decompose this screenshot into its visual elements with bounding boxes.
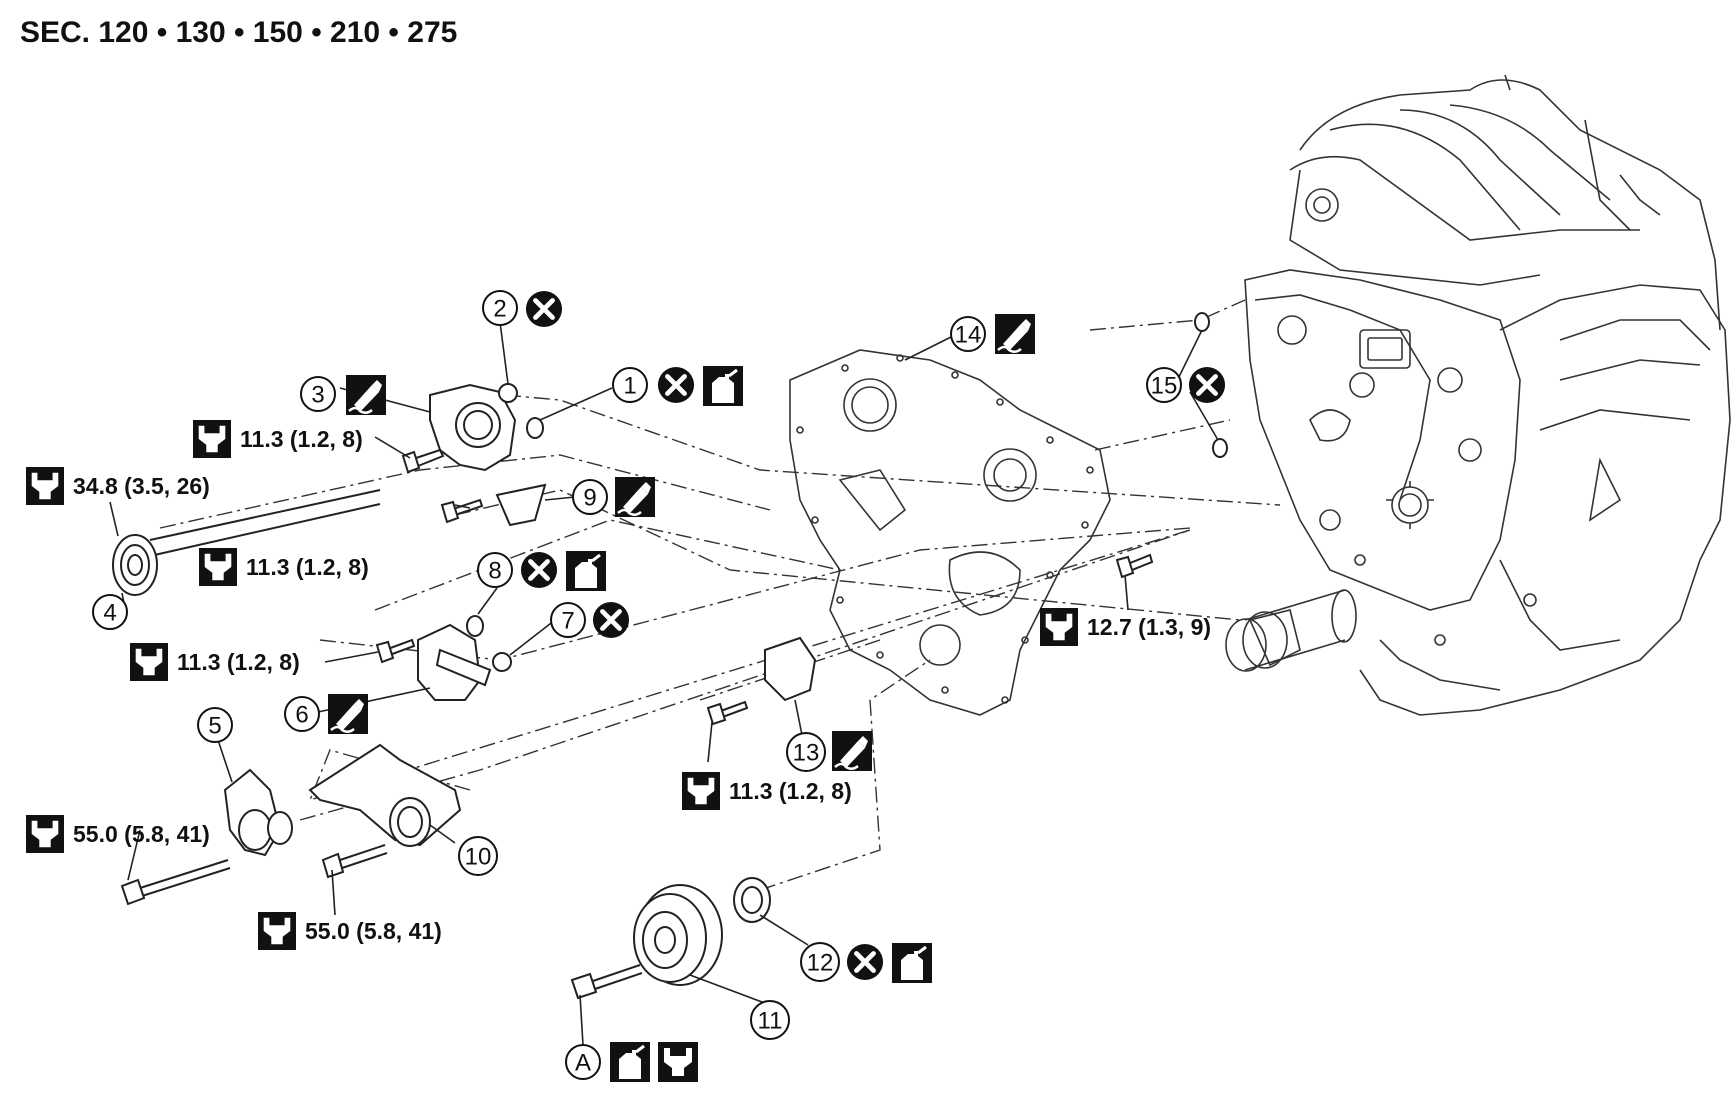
callout-12: 12 (800, 942, 932, 983)
svg-text:34.8 (3.5, 26): 34.8 (3.5, 26) (73, 473, 210, 499)
callout-13: 13 (786, 731, 872, 772)
callout-6: 6 (284, 694, 368, 734)
svg-text:8: 8 (488, 558, 501, 585)
svg-text:3: 3 (311, 382, 324, 409)
liquid-gasket-icon (346, 375, 386, 415)
tightening-torque-icon (26, 467, 64, 505)
part-8-o-ring (466, 615, 484, 637)
part-3-housing (429, 383, 517, 472)
svg-text:11.3 (1.2, 8): 11.3 (1.2, 8) (729, 778, 852, 804)
part-2-washer (498, 383, 518, 403)
callout-9: 9 (572, 477, 655, 517)
torque-label-7: 12.7 (1.3, 9) (1040, 608, 1211, 646)
part-1-o-ring (526, 417, 544, 439)
bolt-timing-cover (1115, 553, 1154, 579)
tightening-torque-icon (258, 912, 296, 950)
svg-text:9: 9 (583, 485, 596, 512)
tightening-torque-icon (682, 772, 720, 810)
bolt-outlet (375, 638, 416, 664)
do-not-reuse-icon (658, 367, 694, 403)
svg-text:12: 12 (807, 950, 834, 977)
torque-label-8: 11.3 (1.2, 8) (682, 772, 852, 810)
part-7-washer (492, 652, 512, 672)
svg-text:2: 2 (493, 296, 506, 323)
svg-text:55.0 (5.8, 41): 55.0 (5.8, 41) (305, 918, 442, 944)
apply-engine-oil-icon (610, 1042, 650, 1082)
tightening-torque-icon (1040, 608, 1078, 646)
engine-assembly (1225, 74, 1731, 716)
tightening-torque-icon (130, 643, 168, 681)
svg-text:13: 13 (793, 740, 820, 767)
svg-text:A: A (575, 1050, 591, 1077)
svg-text:6: 6 (295, 702, 308, 729)
do-not-reuse-icon (521, 552, 557, 588)
torque-label-3: 11.3 (1.2, 8) (199, 548, 369, 586)
do-not-reuse-icon (593, 602, 629, 638)
do-not-reuse-icon (526, 291, 562, 327)
svg-text:11.3 (1.2, 8): 11.3 (1.2, 8) (177, 649, 300, 675)
do-not-reuse-icon (1189, 367, 1225, 403)
callout-8: 8 (477, 551, 606, 591)
svg-text:14: 14 (955, 322, 982, 349)
apply-engine-oil-icon (703, 366, 743, 406)
tightening-torque-icon (199, 548, 237, 586)
front-timing-cover (789, 349, 1111, 716)
callout-10: 10 (458, 836, 498, 876)
callout-11: 11 (750, 1000, 790, 1040)
part-6-outlet (417, 623, 492, 701)
bolt-tensioner (120, 859, 231, 906)
svg-text:55.0 (5.8, 41): 55.0 (5.8, 41) (73, 821, 210, 847)
svg-text:15: 15 (1151, 373, 1178, 400)
svg-text:12.7 (1.3, 9): 12.7 (1.3, 9) (1087, 614, 1211, 640)
torque-label-1: 11.3 (1.2, 8) (193, 420, 363, 458)
callout-14: 14 (950, 314, 1035, 354)
part-5-tensioner (223, 768, 293, 857)
section-label: SEC. 120 • 130 • 150 • 210 • 275 (20, 16, 457, 49)
apply-engine-oil-icon (892, 943, 932, 983)
tightening-torque-icon (658, 1042, 698, 1082)
liquid-gasket-icon (615, 477, 655, 517)
callout-3: 3 (300, 375, 386, 415)
bolt-gasket-13 (706, 700, 749, 726)
callout-5: 5 (197, 707, 233, 743)
callout-15: 15 (1146, 367, 1225, 403)
callout-A: A (565, 1042, 698, 1082)
liquid-gasket-icon (328, 694, 368, 734)
svg-text:10: 10 (465, 844, 492, 871)
part-13-gasket (764, 636, 817, 702)
svg-text:11: 11 (758, 1008, 783, 1035)
part-12-oil-seal (733, 877, 771, 923)
svg-text:1: 1 (623, 373, 636, 400)
callout-7: 7 (550, 602, 629, 638)
svg-text:7: 7 (561, 608, 574, 635)
tightening-torque-icon (193, 420, 231, 458)
part-9-gasket (495, 483, 547, 527)
torque-label-5: 55.0 (5.8, 41) (26, 815, 210, 853)
callout-1: 1 (612, 366, 743, 406)
callout-2: 2 (482, 290, 562, 327)
bolt-crank (570, 964, 643, 1000)
bolt-idler (321, 844, 388, 879)
liquid-gasket-icon (832, 731, 872, 771)
callout-4: 4 (92, 594, 128, 630)
torque-label-4: 11.3 (1.2, 8) (130, 643, 300, 681)
svg-text:11.3 (1.2, 8): 11.3 (1.2, 8) (240, 426, 363, 452)
torque-label-6: 55.0 (5.8, 41) (258, 912, 442, 950)
part-10-idler (308, 743, 462, 847)
svg-text:4: 4 (103, 600, 116, 627)
tightening-torque-icon (26, 815, 64, 853)
torque-label-2: 34.8 (3.5, 26) (26, 467, 210, 505)
apply-engine-oil-icon (566, 551, 606, 591)
do-not-reuse-icon (847, 944, 883, 980)
bolt-gasket (440, 498, 484, 524)
part-4-pulley (112, 489, 381, 596)
part-11-crank-pulley (633, 884, 723, 986)
svg-text:5: 5 (208, 713, 221, 740)
liquid-gasket-icon (995, 314, 1035, 354)
svg-text:11.3 (1.2, 8): 11.3 (1.2, 8) (246, 554, 369, 580)
